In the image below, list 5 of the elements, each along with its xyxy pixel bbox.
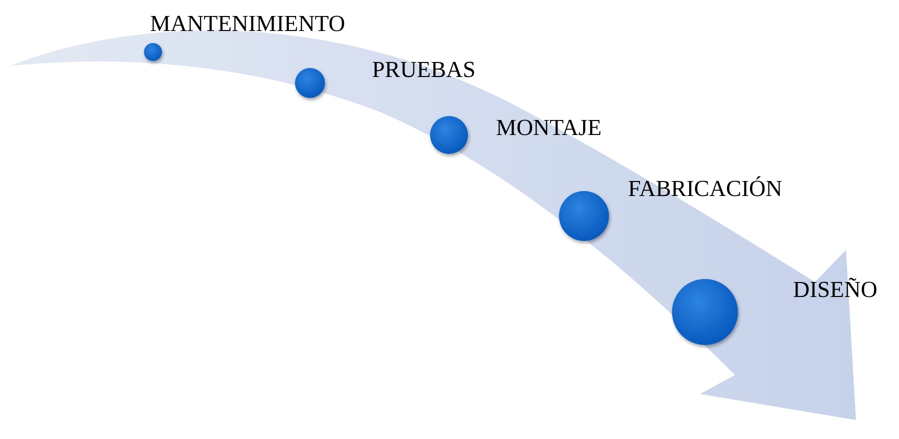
stage-label: FABRICACIÓN: [628, 177, 782, 200]
stage-label: MONTAJE: [496, 116, 602, 139]
stage-label: DISEÑO: [793, 278, 878, 301]
stage-label: MANTENIMIENTO: [150, 12, 346, 35]
stage-label: PRUEBAS: [372, 58, 476, 81]
